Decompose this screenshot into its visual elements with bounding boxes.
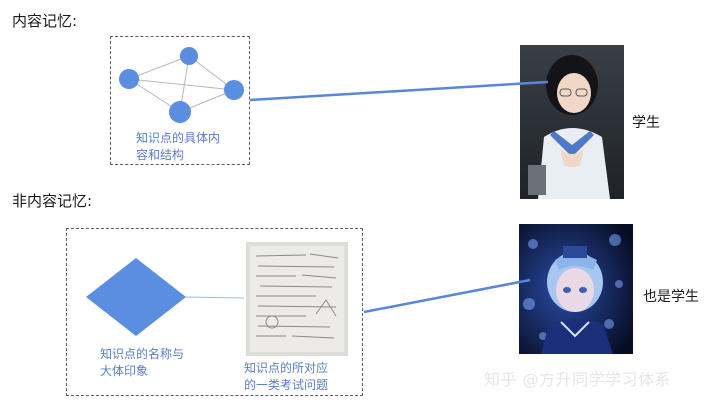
non-content-caption-b-line1: 知识点的所对应 <box>244 361 329 375</box>
also-student-label: 也是学生 <box>643 289 699 305</box>
knowledge-graph <box>119 47 244 123</box>
watermark: 知乎 @方升同学学习体系 <box>484 370 672 389</box>
student-photo <box>520 45 624 199</box>
content-memory-caption-line1: 知识点的具体内 <box>136 131 221 145</box>
non-content-caption-a-line1: 知识点的名称与 <box>100 347 185 361</box>
anime-student-image <box>519 224 633 354</box>
student-photo-drawing <box>520 45 624 199</box>
graph-node <box>180 47 198 65</box>
graph-node <box>169 101 191 123</box>
graph-edge <box>128 78 235 91</box>
content-memory-heading: 内容记忆: <box>12 12 78 30</box>
knowledge-point-diamond <box>86 258 186 336</box>
anime-student-drawing <box>519 224 633 354</box>
non-content-memory-connector <box>363 278 531 314</box>
diamond-to-paper-connector <box>185 296 245 299</box>
student-label: 学生 <box>632 115 660 131</box>
content-memory-connector <box>249 80 549 102</box>
non-content-memory-heading: 非内容记忆: <box>12 192 93 210</box>
non-content-caption-b-line2: 的一类考试问题 <box>244 378 329 392</box>
content-memory-caption-line2: 容和结构 <box>136 148 185 162</box>
non-content-caption-a-line2: 大体印象 <box>100 364 149 378</box>
non-content-memory-box <box>66 228 363 396</box>
graph-edge <box>128 55 190 80</box>
graph-node <box>224 80 244 100</box>
graph-node <box>119 69 139 89</box>
exam-paper-image <box>246 242 348 356</box>
content-memory-box <box>110 36 250 165</box>
exam-paper-drawing <box>246 242 348 356</box>
